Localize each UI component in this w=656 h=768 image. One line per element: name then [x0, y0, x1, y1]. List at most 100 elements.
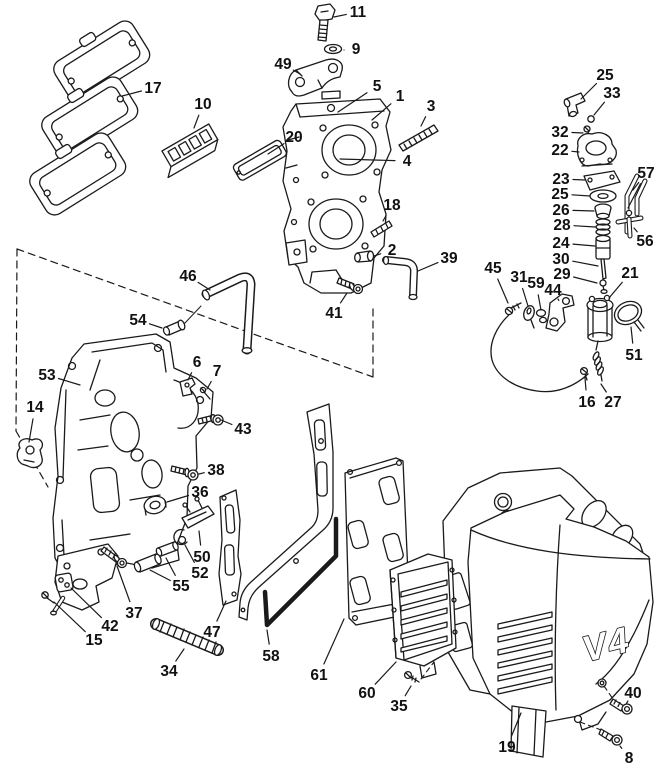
callout-20: 20 [285, 129, 302, 146]
callout-47: 47 [203, 624, 220, 641]
callout-58: 58 [262, 648, 280, 665]
leader-line [193, 114, 200, 129]
bracket-49 [287, 58, 343, 97]
callout-28: 28 [553, 217, 571, 234]
leader-line [70, 587, 103, 619]
callout-8: 8 [625, 750, 634, 767]
leader-line [333, 13, 347, 18]
callout-42: 42 [101, 618, 118, 635]
hose-39 [382, 255, 418, 301]
stud-3 [398, 124, 439, 152]
leader-line [420, 116, 427, 127]
callout-4: 4 [403, 153, 412, 170]
screw-41 [336, 277, 364, 295]
silencer-cover-19: V4 [467, 494, 654, 758]
screw-15 [41, 591, 55, 604]
screw-45 [504, 302, 522, 316]
callout-5: 5 [373, 78, 382, 95]
gasket-23 [583, 170, 621, 191]
leader-line [521, 287, 529, 307]
callout-2: 2 [388, 242, 397, 259]
leader-line [417, 262, 439, 272]
leader-line [633, 227, 638, 233]
nipple-fitting-2 [354, 250, 375, 263]
screw-16 [579, 366, 589, 381]
leader-line [323, 618, 345, 665]
corrugated-hose-34 [150, 618, 224, 656]
assembly-boundary-dashed [15, 248, 374, 488]
screw-40 [603, 685, 633, 715]
leader-line [371, 103, 392, 121]
leader-line [267, 143, 285, 155]
leader-line [121, 90, 142, 97]
screw-37 [100, 546, 128, 569]
callout-57: 57 [637, 165, 654, 182]
callout-15: 15 [85, 632, 103, 649]
callout-6: 6 [193, 354, 202, 371]
screw-8 [579, 721, 623, 746]
stud-18 [370, 220, 393, 238]
reed-block-10 [161, 123, 219, 179]
callout-18: 18 [383, 197, 401, 214]
seal-58 [262, 516, 339, 628]
grommet-36 [143, 495, 167, 516]
callout-25: 25 [596, 67, 614, 84]
callout-34: 34 [160, 663, 178, 680]
callout-29: 29 [553, 266, 571, 283]
callout-40: 40 [624, 685, 641, 702]
callout-24: 24 [552, 235, 570, 252]
wire-lead [490, 311, 589, 393]
silencer-base-gasket [238, 403, 334, 621]
leader-line [404, 685, 412, 697]
clip-6 [179, 377, 196, 397]
leader-line [573, 225, 596, 228]
leader-line [148, 323, 163, 329]
leader-line [216, 600, 227, 622]
callout-38: 38 [207, 462, 225, 479]
leader-line [373, 253, 382, 257]
pins-55 [133, 541, 179, 573]
callout-19: 19 [498, 739, 516, 756]
screw-43 [197, 413, 224, 426]
intake-plate-53 [50, 333, 214, 616]
screw-38 [170, 465, 199, 481]
callout-52: 52 [191, 565, 208, 582]
pin-30 [600, 258, 607, 280]
bracket-44 [545, 293, 575, 332]
leaf-plate-60 [389, 553, 458, 679]
leader-line [198, 472, 205, 475]
callout-9: 9 [352, 41, 361, 58]
washer-9 [323, 43, 343, 55]
hose-46 [201, 272, 256, 355]
leader-line [184, 544, 195, 564]
leader-line [187, 372, 193, 381]
gasket-set-17 [21, 10, 155, 220]
leader-line [627, 183, 642, 209]
leader-line [198, 530, 202, 546]
callout-21: 21 [621, 265, 639, 282]
callout-11: 11 [350, 4, 367, 21]
leader-line [116, 565, 131, 603]
callout-35: 35 [390, 698, 408, 715]
leader-line [497, 278, 509, 304]
callout-56: 56 [636, 233, 654, 250]
pump-body-22 [576, 132, 617, 167]
leader-line [557, 298, 560, 302]
leader-line [266, 629, 270, 645]
callout-10: 10 [194, 96, 211, 113]
callout-30: 30 [552, 251, 569, 268]
callout-3: 3 [427, 98, 436, 115]
clip-31 [523, 305, 535, 329]
leader-line [166, 494, 190, 503]
screw-7 [199, 386, 211, 400]
diaphragm-25 [589, 189, 617, 203]
leader-line [608, 281, 623, 299]
callout-61: 61 [310, 667, 328, 684]
callout-59: 59 [527, 275, 545, 292]
valve-29 [599, 279, 608, 294]
callout-23: 23 [552, 171, 570, 188]
leader-line [571, 194, 591, 197]
callout-32: 32 [551, 124, 568, 141]
leader-line [600, 383, 607, 393]
